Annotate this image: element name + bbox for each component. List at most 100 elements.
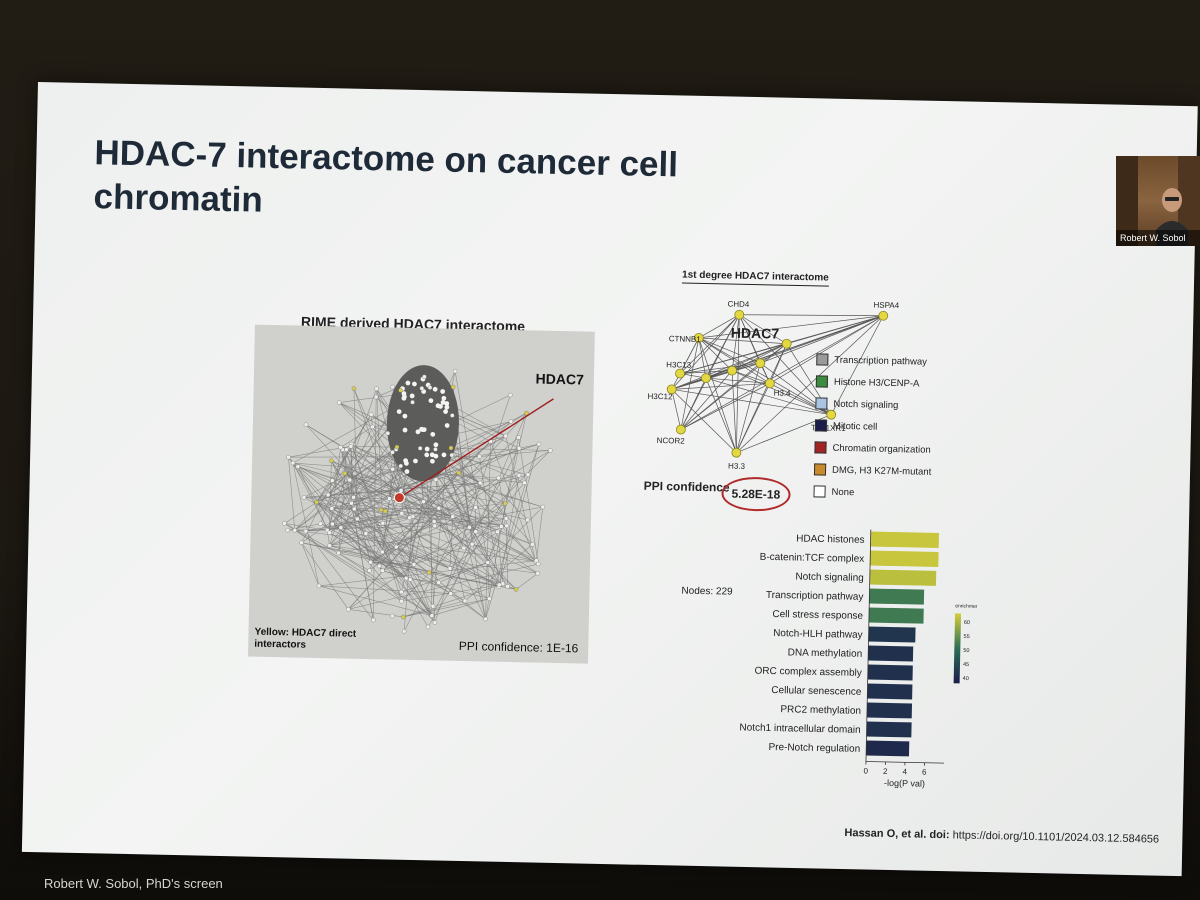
slide: HDAC-7 interactome on cancer cell chroma… <box>21 82 1198 877</box>
first-degree-nodes <box>666 309 889 458</box>
network-node-label: H3.4 <box>774 388 792 397</box>
bar-category-label: Notch-HLH pathway <box>773 628 863 641</box>
network-node-label: CTNNB1 <box>669 334 702 344</box>
legend-label: Transcription pathway <box>834 354 928 368</box>
network-node <box>826 409 837 420</box>
legend-item: DMG, H3 K27M-mutant <box>813 458 932 482</box>
rime-network-graph <box>282 365 554 634</box>
network-node <box>878 310 889 321</box>
network-node <box>755 358 766 369</box>
bar-category-label: Notch1 intracellular domain <box>739 722 860 736</box>
yellow-note: Yellow: HDAC7 direct interactors <box>254 626 357 651</box>
bars <box>866 531 940 757</box>
network-node <box>731 447 742 458</box>
bar <box>868 626 916 643</box>
rime-hdac7-node <box>393 492 405 504</box>
network-node <box>764 378 775 389</box>
network-node <box>734 309 745 320</box>
legend-item: Chromatin organization <box>814 436 932 460</box>
citation: Hassan O, et al. doi: https://doi.org/10… <box>844 827 1159 846</box>
rime-ppi-confidence: PPI confidence: 1E-16 <box>458 638 579 656</box>
pathway-legend: Transcription pathway Histone H3/CENP-A … <box>813 348 933 504</box>
legend-label: DMG, H3 K27M-mutant <box>831 464 932 478</box>
rime-nodes <box>282 368 553 634</box>
legend-label: Mitotic cell <box>832 420 878 433</box>
network-node <box>693 332 704 343</box>
legend-item: Histone H3/CENP-A <box>815 370 934 394</box>
legend-label: Notch signaling <box>833 398 899 411</box>
network-node <box>666 384 677 395</box>
colorbar-tick-label: 55 <box>964 634 970 640</box>
bar <box>870 550 939 567</box>
legend-swatch <box>813 485 826 498</box>
bar <box>866 740 910 757</box>
legend-item: Transcription pathway <box>816 348 934 372</box>
citation-doi: https://doi.org/10.1101/2024.03.12.58465… <box>952 829 1160 846</box>
colorbar-tick-label: 45 <box>963 662 969 668</box>
network-node-label: NCOR2 <box>657 436 686 446</box>
legend-swatch <box>814 419 828 432</box>
legend-item: None <box>813 480 931 504</box>
colorbar <box>953 613 962 684</box>
bar <box>869 569 937 586</box>
bar-category-label: HDAC histones <box>796 533 865 545</box>
x-tick-label: 4 <box>902 767 907 776</box>
legend-label: Histone H3/CENP-A <box>833 376 920 390</box>
rime-dense-cluster <box>386 365 459 482</box>
participant-video-tile[interactable]: Robert W. Sobol <box>1116 156 1200 246</box>
colorbar-tick-label: 50 <box>963 648 969 654</box>
bar <box>868 607 924 624</box>
legend-swatch <box>816 353 829 366</box>
network-node <box>675 368 685 379</box>
bar <box>867 664 913 681</box>
network-node-label: H3C12 <box>647 392 673 402</box>
network-node <box>727 365 738 376</box>
first-degree-hub-label: HDAC7 <box>730 324 780 342</box>
network-node <box>701 373 711 383</box>
ppi-confidence-value: 5.28E-18 <box>721 476 791 512</box>
x-tick-label: 2 <box>883 767 888 776</box>
bar-category-label: Cell stress response <box>772 609 863 622</box>
network-node-label: H3C13 <box>666 360 692 370</box>
first-degree-caption: 1st degree HDAC7 interactome <box>681 269 829 287</box>
colorbar-tick-label: 60 <box>964 620 970 626</box>
legend-swatch <box>815 375 829 388</box>
bar-category-label: DNA methylation <box>788 647 863 660</box>
bar-category-label: PRC2 methylation <box>780 704 861 717</box>
screen-share-label: Robert W. Sobol, PhD's screen <box>44 876 223 891</box>
bar-category-label: Transcription pathway <box>766 590 864 603</box>
bar <box>869 588 925 605</box>
participant-name: Robert W. Sobol <box>1116 230 1200 246</box>
legend-label: None <box>831 486 855 498</box>
network-node-label: H3.3 <box>728 462 746 471</box>
ppi-confidence-label: PPI confidence <box>643 478 730 495</box>
participant-avatar <box>1116 156 1200 246</box>
bar-category-label: Cellular senescence <box>771 685 862 698</box>
colorbar-title: enrichment <box>955 603 979 610</box>
x-tick-label: 0 <box>863 766 868 775</box>
first-degree-edges <box>671 314 884 454</box>
legend-label: Chromatin organization <box>832 442 931 456</box>
bar-category-label: B-catenin:TCF complex <box>760 552 865 565</box>
bar <box>868 645 914 662</box>
citation-authors: Hassan O, et al. doi: <box>844 827 950 842</box>
bar <box>867 683 913 700</box>
colorbar-tick-label: 40 <box>963 676 969 682</box>
slide-title: HDAC-7 interactome on cancer cell chroma… <box>93 133 679 220</box>
x-tick-label: 6 <box>922 768 927 777</box>
legend-swatch <box>813 463 827 476</box>
legend-item: Mitotic cell <box>814 414 933 438</box>
bar <box>866 721 912 738</box>
x-axis-label: -log(P val) <box>884 778 925 789</box>
bar-category-label: Pre-Notch regulation <box>768 742 860 755</box>
network-node <box>781 338 792 349</box>
bar-category-label: Notch signaling <box>795 571 864 583</box>
network-node-label: CHD4 <box>727 299 750 308</box>
network-node-label: TBL1XR1 <box>811 423 846 433</box>
bar-category-label: ORC complex assembly <box>754 666 861 679</box>
rime-hdac7-label: HDAC7 <box>535 370 585 388</box>
network-node-label: HSPA4 <box>873 301 899 311</box>
legend-swatch <box>815 397 828 410</box>
